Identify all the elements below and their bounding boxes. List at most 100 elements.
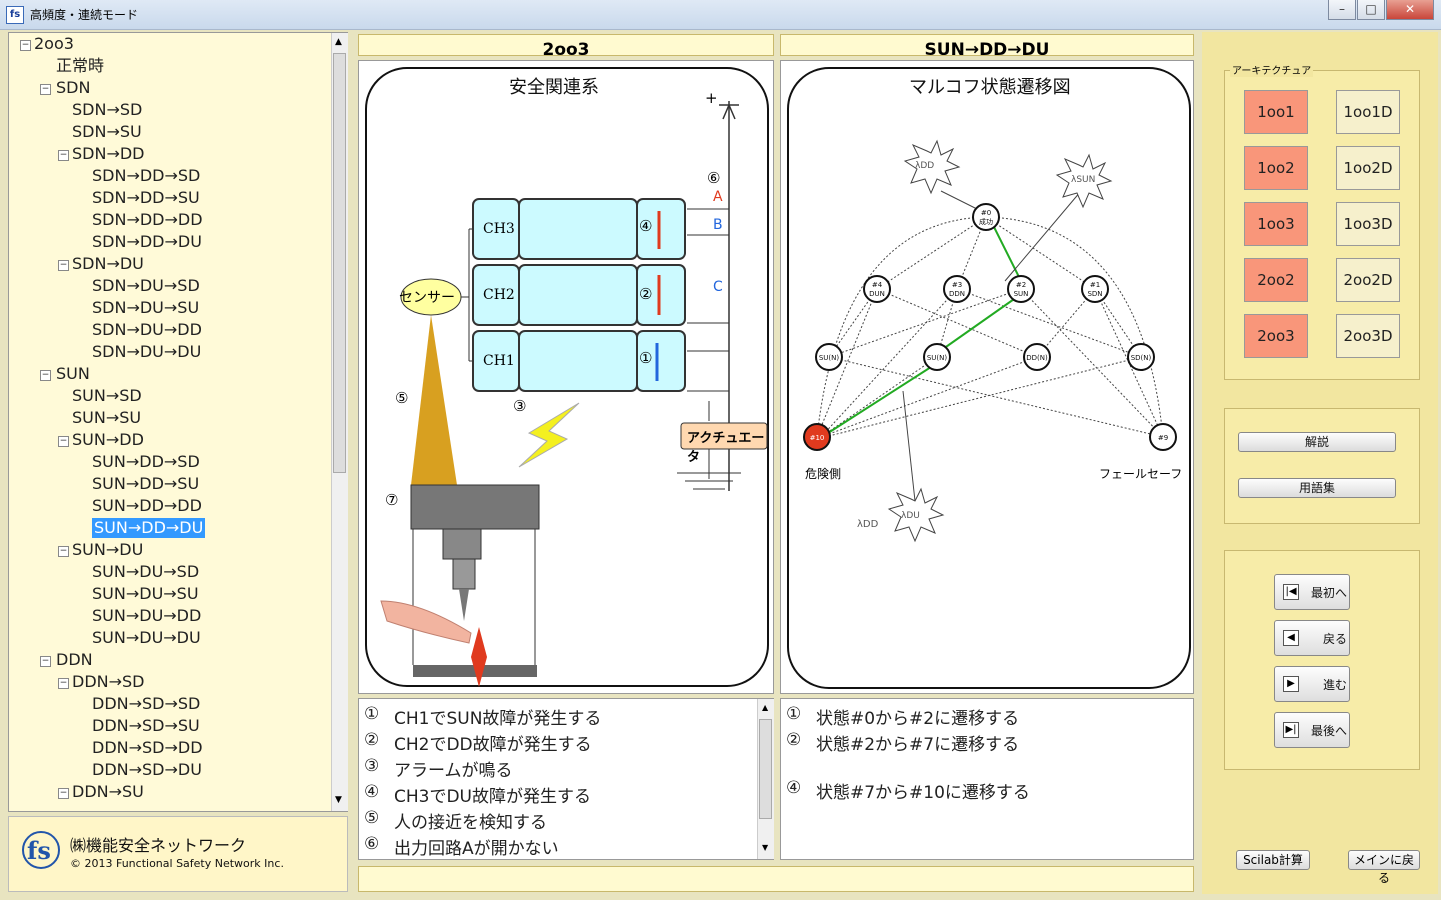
nav-button-3[interactable]: ▶|最後へ [1274, 712, 1350, 748]
arch-button-1oo3[interactable]: 1oo3 [1244, 202, 1308, 246]
tree-item[interactable]: SUN [56, 364, 90, 383]
scilab-button[interactable]: Scilab計算 [1236, 850, 1310, 870]
fs-logo-icon: fs [20, 830, 62, 870]
svg-text:DDN: DDN [949, 290, 965, 298]
svg-text:fs: fs [27, 836, 51, 865]
scroll-down-icon[interactable]: ▼ [762, 843, 769, 852]
collapse-toggle-icon[interactable]: − [20, 40, 31, 51]
marker-1: ① [639, 349, 653, 367]
tree-item[interactable]: SDN→DD→SD [92, 166, 201, 185]
tree-item[interactable]: SUN→DU→DU [92, 628, 201, 647]
label-lambda-dd: λDD [857, 519, 879, 530]
back-to-main-button[interactable]: メインに戻る [1348, 850, 1420, 885]
tree-item[interactable]: SDN→DU→SU [92, 298, 200, 317]
collapse-toggle-icon[interactable]: − [58, 150, 69, 161]
collapse-toggle-icon[interactable]: − [40, 370, 51, 381]
tree-item[interactable]: SUN→DU→SD [92, 562, 200, 581]
tree-item[interactable]: SUN→DU→SU [92, 584, 199, 603]
tree-item[interactable]: SUN→SD [72, 386, 142, 405]
explain-button[interactable]: 解説 [1238, 432, 1396, 452]
arch-button-2oo3d[interactable]: 2oo3D [1336, 314, 1400, 358]
tree-item[interactable]: SDN→DD→DD [92, 210, 203, 229]
collapse-toggle-icon[interactable]: − [40, 84, 51, 95]
safety-diagram-pane: 安全関連系 [358, 60, 774, 694]
tree-item[interactable]: 正常時 [56, 56, 105, 75]
tree-item[interactable]: DDN→SD→SU [92, 716, 200, 735]
tree-item[interactable]: DDN→SD→SD [92, 694, 201, 713]
ch3-label: CH3 [483, 221, 515, 237]
tree-item[interactable]: SDN→DD→DU [92, 232, 202, 251]
tree-item[interactable]: SUN→DD→DU [92, 518, 206, 538]
marker-7: ⑦ [385, 491, 399, 509]
tree-scrollbar[interactable]: ▲ ▼ [331, 33, 348, 811]
scroll-thumb[interactable] [333, 53, 346, 473]
scroll-up-icon[interactable]: ▲ [335, 37, 342, 47]
tree-item[interactable]: DDN→SD→DD [92, 738, 203, 757]
tree-item[interactable]: SDN→DU→SD [92, 276, 200, 295]
tree-item[interactable]: SUN→DD→DD [92, 496, 202, 515]
tree-item[interactable]: SDN→SD [72, 100, 143, 119]
arch-button-2oo3[interactable]: 2oo3 [1244, 314, 1308, 358]
tree-item[interactable]: SDN [56, 78, 91, 97]
tree-item[interactable]: SUN→DU [72, 540, 144, 559]
tree-item[interactable]: 2oo3 [34, 34, 74, 53]
marker-5: ⑤ [395, 389, 409, 407]
glossary-button[interactable]: 用語集 [1238, 478, 1396, 498]
nav-button-1[interactable]: ◀戻る [1274, 620, 1350, 656]
tree-item[interactable]: SUN→DD→SD [92, 452, 200, 471]
scroll-down-icon[interactable]: ▼ [335, 795, 342, 805]
tree-item[interactable]: DDN→SU [72, 782, 144, 801]
steps-scrollbar[interactable]: ▲ ▼ [757, 699, 774, 859]
step-text: CH3でDU故障が発生する [394, 787, 592, 807]
tree-item[interactable]: SDN→DD [72, 144, 145, 163]
tree-item[interactable]: SDN→SU [72, 122, 142, 141]
tree-item[interactable]: SUN→DD→SU [92, 474, 200, 493]
step-number: ③ [364, 756, 380, 776]
arch-button-2oo2d[interactable]: 2oo2D [1336, 258, 1400, 302]
help-group [1224, 408, 1420, 524]
tree-item[interactable]: SDN→DD→SU [92, 188, 200, 207]
collapse-toggle-icon[interactable]: − [40, 656, 51, 667]
nav-button-2[interactable]: ▶進む [1274, 666, 1350, 702]
company-name: ㈱機能安全ネットワーク [70, 836, 247, 855]
minimize-button[interactable]: – [1328, 0, 1356, 20]
scroll-thumb[interactable] [759, 719, 772, 819]
tree-item[interactable]: SDN→DU→DD [92, 320, 202, 339]
tree-item[interactable]: SUN→DU→DD [92, 606, 202, 625]
marker-4: ④ [639, 217, 653, 235]
collapse-toggle-icon[interactable]: − [58, 788, 69, 799]
svg-text:#3: #3 [952, 281, 962, 289]
arch-button-1oo2[interactable]: 1oo2 [1244, 146, 1308, 190]
close-button[interactable]: ✕ [1386, 0, 1434, 20]
step-number: ⑥ [364, 834, 380, 854]
tree-item[interactable]: DDN [56, 650, 93, 669]
architecture-header: 2oo3 [358, 34, 774, 56]
title-bar [0, 0, 1441, 30]
tree-item[interactable]: DDN→SD [72, 672, 145, 691]
maximize-button[interactable]: □ [1357, 0, 1385, 20]
architecture-title: アーキテクチュア [1230, 62, 1314, 77]
ch1-label: CH1 [483, 353, 515, 369]
arch-button-1oo1d[interactable]: 1oo1D [1336, 90, 1400, 134]
scroll-up-icon[interactable]: ▲ [762, 703, 769, 712]
danger-side-label: 危険側 [805, 467, 842, 481]
arch-button-1oo3d[interactable]: 1oo3D [1336, 202, 1400, 246]
markov-title: マルコフ状態遷移図 [909, 77, 1071, 98]
collapse-toggle-icon[interactable]: − [58, 436, 69, 447]
step-text: 状態#0から#2に遷移する [816, 709, 1020, 729]
collapse-toggle-icon[interactable]: − [58, 260, 69, 271]
arch-button-1oo1[interactable]: 1oo1 [1244, 90, 1308, 134]
svg-text:#1: #1 [1090, 281, 1100, 289]
copyright: © 2013 Functional Safety Network Inc. [70, 857, 284, 870]
tree-item[interactable]: SDN→DU [72, 254, 144, 273]
tree-item[interactable]: SDN→DU→DU [92, 342, 202, 361]
tree-item[interactable]: SUN→SU [72, 408, 142, 427]
collapse-toggle-icon[interactable]: − [58, 678, 69, 689]
collapse-toggle-icon[interactable]: − [58, 546, 69, 557]
plus-sign: + [705, 89, 718, 107]
nav-button-0[interactable]: |◀最初へ [1274, 574, 1350, 610]
tree-item[interactable]: DDN→SD→DU [92, 760, 202, 779]
arch-button-2oo2[interactable]: 2oo2 [1244, 258, 1308, 302]
tree-item[interactable]: SUN→DD [72, 430, 144, 449]
arch-button-1oo2d[interactable]: 1oo2D [1336, 146, 1400, 190]
